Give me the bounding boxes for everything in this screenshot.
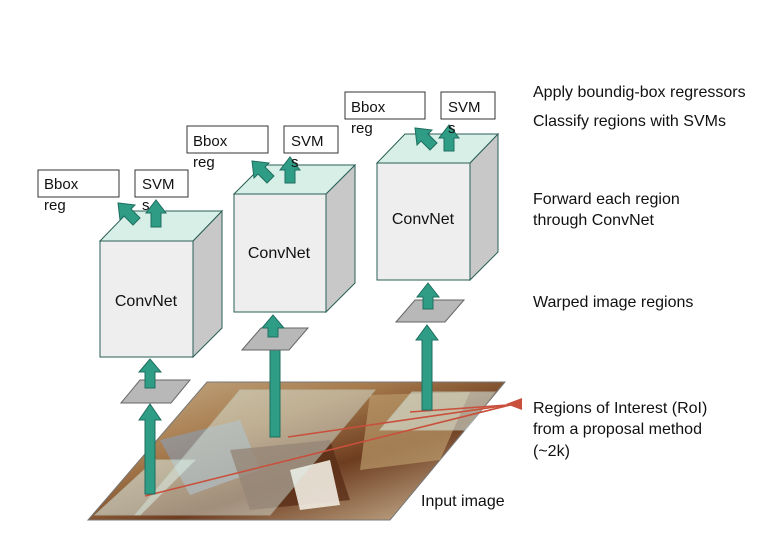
bbox-reg-label-2b: reg xyxy=(193,154,215,171)
svm-label-2a: SVM xyxy=(291,133,324,150)
svm-label-1a: SVM xyxy=(142,176,175,193)
plate-arrow-1 xyxy=(137,358,163,389)
warped-plate-1 xyxy=(119,379,192,404)
svm-arrow-1 xyxy=(144,199,168,228)
convnet-cube-3: ConvNet xyxy=(375,132,500,282)
bbox-reg-label-2a: Bbox xyxy=(193,133,228,150)
output-boxes-1: Bbox reg SVM s xyxy=(37,169,189,214)
bbox-reg-label-1b: reg xyxy=(44,197,66,214)
bbox-reg-box-3 xyxy=(344,91,426,120)
input-image-label: Input image xyxy=(421,493,505,510)
svm-arrow-2 xyxy=(278,156,302,184)
bbox-reg-box-1 xyxy=(37,169,120,198)
roi-label-line1: Regions of Interest (RoI) xyxy=(533,400,707,417)
roi-label-line2: from a proposal method xyxy=(533,421,702,438)
roi-pointer-head xyxy=(506,398,522,410)
bbox-reg-label-3a: Bbox xyxy=(351,99,386,116)
roi-pointer-line-1 xyxy=(144,401,523,497)
convnet-label-2: ConvNet xyxy=(248,245,311,262)
classify-label: Classify regions with SVMs xyxy=(533,113,726,130)
convnet-label-1: ConvNet xyxy=(115,293,178,310)
step-labels: Apply boundig-box regressors Classify re… xyxy=(421,84,746,510)
roi-label-line3: (~2k) xyxy=(533,443,570,460)
roi-pointer-line-2 xyxy=(287,402,523,438)
roi-pointer-lines xyxy=(144,398,523,497)
warped-label: Warped image regions xyxy=(533,294,693,311)
plate-arrow-3 xyxy=(415,282,441,310)
convnet-cube-1: ConvNet xyxy=(98,209,224,359)
svm-arrow-3 xyxy=(437,124,461,152)
convnet-cube-2: ConvNet xyxy=(232,163,357,314)
output-boxes-3: Bbox reg SVM s xyxy=(344,91,496,137)
bbox-arrow-3 xyxy=(414,127,438,151)
plate-arrow-2 xyxy=(260,314,286,338)
svm-label-3a: SVM xyxy=(448,99,481,116)
warped-plates xyxy=(119,299,466,404)
bbox-arrow-1 xyxy=(117,202,141,226)
svm-box-1 xyxy=(134,169,189,198)
bbox-reg-box-2 xyxy=(186,125,269,154)
bbox-reg-label-1a: Bbox xyxy=(44,176,79,193)
up-arrow-3 xyxy=(415,324,439,411)
warped-plate-3 xyxy=(394,299,466,323)
bbox-arrow-2 xyxy=(251,160,275,184)
roi-region-3 xyxy=(378,391,497,431)
up-arrow-1 xyxy=(138,403,162,495)
svm-label-2b: s xyxy=(291,154,299,171)
forward-label-line1: Forward each region xyxy=(533,191,680,208)
warped-plate-2 xyxy=(240,327,310,351)
convnet-label-3: ConvNet xyxy=(392,211,455,228)
output-arrows xyxy=(117,124,461,228)
plate-to-cube-arrows xyxy=(137,282,441,389)
svm-box-2 xyxy=(283,125,339,154)
output-boxes-2: Bbox reg SVM s xyxy=(186,125,339,171)
svm-box-3 xyxy=(440,91,496,120)
roi-pointer-line-3 xyxy=(409,403,523,413)
apply-regressors-label: Apply boundig-box regressors xyxy=(533,84,746,101)
forward-label-line2: through ConvNet xyxy=(533,212,655,229)
svm-label-3b: s xyxy=(448,120,456,137)
bbox-reg-label-3b: reg xyxy=(351,120,373,137)
svm-label-1b: s xyxy=(142,197,150,214)
